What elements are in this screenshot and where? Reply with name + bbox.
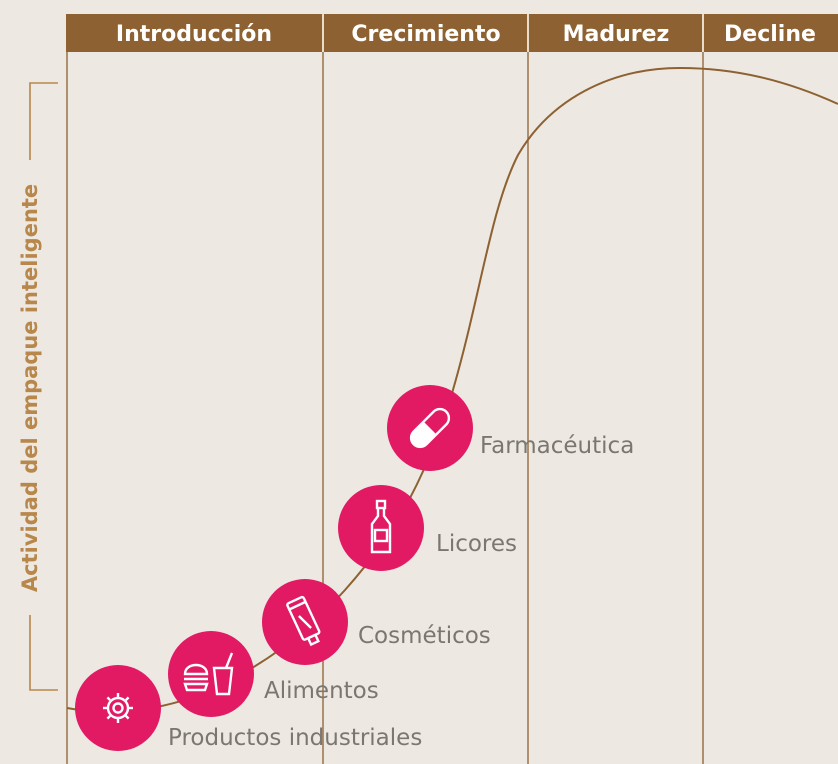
y-axis-label: Actividad del empaque inteligente xyxy=(18,184,42,592)
product-label: Licores xyxy=(436,531,517,557)
axis-bracket-bottom xyxy=(29,615,58,691)
product-marker xyxy=(75,665,161,751)
stage-introduccion: Introducción xyxy=(116,22,272,47)
axis-bracket-top xyxy=(29,82,58,160)
product-label: Farmacéutica xyxy=(480,433,634,459)
product-productos-industriales: Productos industriales xyxy=(75,665,422,751)
y-axis: Actividad del empaque inteligente xyxy=(18,82,58,691)
product-licores: Licores xyxy=(338,485,517,571)
product-marker xyxy=(338,485,424,571)
product-label: Productos industriales xyxy=(168,725,422,751)
lifecycle-curve xyxy=(66,66,838,713)
bottle-icon xyxy=(370,499,392,554)
stage-madurez: Madurez xyxy=(563,22,670,47)
stage-header: Introducción Crecimiento Madurez Decline xyxy=(66,14,838,52)
product-cosmeticos: Cosméticos xyxy=(262,579,491,665)
product-label: Cosméticos xyxy=(358,623,491,649)
gear-icon xyxy=(103,693,133,723)
header-bar xyxy=(66,14,838,52)
stage-dividers xyxy=(66,52,704,764)
stage-decline: Decline xyxy=(724,22,816,47)
product-farmaceutica: Farmacéutica xyxy=(387,385,634,471)
product-alimentos: Alimentos xyxy=(168,631,379,717)
pill-icon xyxy=(409,407,451,449)
stage-crecimiento: Crecimiento xyxy=(351,22,500,47)
burger-drink-icon xyxy=(183,652,234,696)
product-label: Alimentos xyxy=(264,678,379,704)
product-marker xyxy=(168,631,254,717)
tube-icon xyxy=(286,595,321,647)
